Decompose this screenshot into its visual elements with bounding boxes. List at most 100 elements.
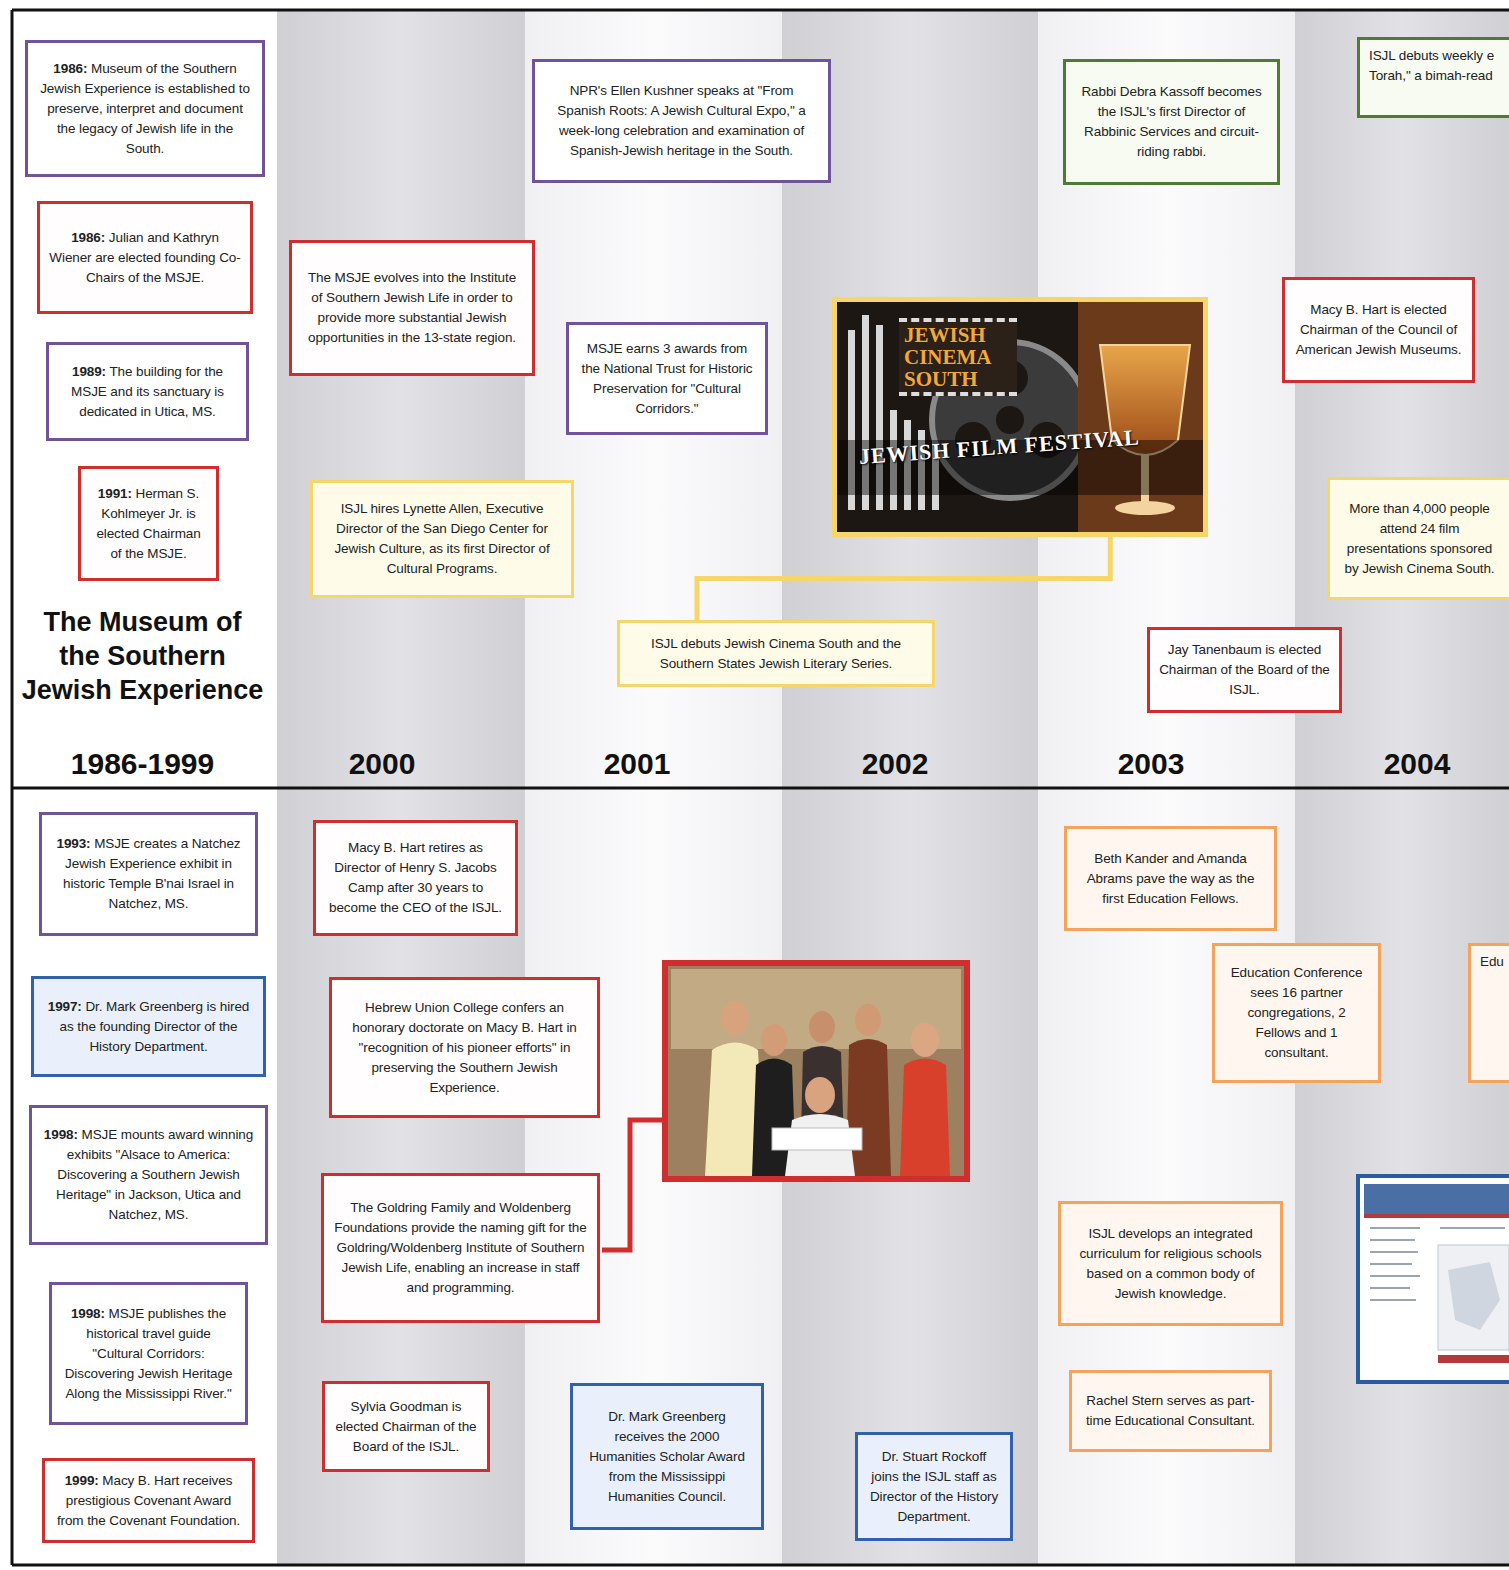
timeline-box: Rachel Stern serves as part-time Educati… xyxy=(1069,1370,1272,1452)
timeline-box: Sylvia Goodman is elected Chairman of th… xyxy=(322,1381,490,1472)
event-text: ISJL hires Lynette Allen, Executive Dire… xyxy=(322,499,562,579)
check xyxy=(772,1128,862,1150)
film-festival-picture xyxy=(832,297,1208,537)
event-text: The MSJE evolves into the Institute of S… xyxy=(301,268,523,348)
event-text: ISJL debuts Jewish Cinema South and the … xyxy=(629,634,923,674)
event-text: Hebrew Union College confers an honorary… xyxy=(341,998,588,1098)
person-head xyxy=(721,1001,749,1035)
year-label: 1986-1999 xyxy=(20,746,265,782)
screenshot-line xyxy=(1370,1263,1412,1265)
event-text: Macy B. Hart is elected Chairman of the … xyxy=(1294,300,1463,360)
year-label: 2003 xyxy=(1071,746,1231,782)
event-text: Beth Kander and Amanda Abrams pave the w… xyxy=(1076,849,1265,909)
event-text: 1993: MSJE creates a Natchez Jewish Expe… xyxy=(51,834,246,914)
person-head xyxy=(911,1023,939,1057)
group-photo xyxy=(665,963,967,1179)
timeline-box: Edu xyxy=(1468,943,1509,1083)
event-text: Jay Tanenbaum is elected Chairman of the… xyxy=(1159,640,1330,700)
timeline-box: Hebrew Union College confers an honorary… xyxy=(329,977,600,1118)
event-text: 1989: The building for the MSJE and its … xyxy=(58,362,237,422)
screenshot-map xyxy=(1438,1245,1509,1350)
year-label: 2000 xyxy=(302,746,462,782)
timeline-box: 1997: Dr. Mark Greenberg is hired as the… xyxy=(31,976,266,1077)
screenshot-line xyxy=(1370,1227,1420,1229)
event-text: 1999: Macy B. Hart receives prestigious … xyxy=(54,1471,243,1531)
event-text: 1997: Dr. Mark Greenberg is hired as the… xyxy=(43,997,254,1057)
event-text: 1998: MSJE mounts award winning exhibits… xyxy=(41,1125,256,1225)
picture-ground xyxy=(832,297,1208,537)
event-text: ISJL debuts weekly e Torah," a bimah-rea… xyxy=(1369,46,1500,86)
connector-line xyxy=(697,537,1110,620)
timeline-box: More than 4,000 people attend 24 film pr… xyxy=(1327,477,1509,600)
frame xyxy=(12,10,1509,1565)
year-prefix: 1986: xyxy=(53,61,87,76)
column-stripes xyxy=(12,10,1509,1565)
screenshot-line xyxy=(1370,1275,1420,1277)
screenshot-line xyxy=(1370,1251,1418,1253)
year-prefix: 1993: xyxy=(56,836,90,851)
person-head xyxy=(855,1004,881,1036)
photo-leader-line xyxy=(602,1120,665,1250)
year-prefix: 1986: xyxy=(71,230,105,245)
drink-ground xyxy=(1078,302,1206,532)
timeline-box: 1993: MSJE creates a Natchez Jewish Expe… xyxy=(39,812,258,936)
event-text: 1986: Museum of the Southern Jewish Expe… xyxy=(37,59,253,159)
event-text: Sylvia Goodman is elected Chairman of th… xyxy=(334,1397,478,1457)
image-title: JEWISH CINEMA SOUTH xyxy=(899,318,1017,396)
person-head xyxy=(809,1011,835,1043)
label-holder: 2003 xyxy=(1071,746,1231,782)
timeline-box: Jay Tanenbaum is elected Chairman of the… xyxy=(1147,627,1342,713)
year-prefix: 1991: xyxy=(98,486,132,501)
timeline-box: Education Conference sees 16 partner con… xyxy=(1212,943,1381,1083)
timeline-box: 1989: The building for the MSJE and its … xyxy=(46,342,249,441)
timeline-box: The Goldring Family and Woldenberg Found… xyxy=(321,1173,600,1323)
screenshot-bar xyxy=(1364,1214,1509,1218)
event-text: The Goldring Family and Woldenberg Found… xyxy=(333,1198,588,1298)
timeline-box: 1986: Museum of the Southern Jewish Expe… xyxy=(25,40,265,177)
timeline-box: Dr. Stuart Rockoff joins the ISJL staff … xyxy=(855,1432,1013,1541)
event-body: MSJE creates a Natchez Jewish Experience… xyxy=(63,836,241,911)
person-head xyxy=(761,1024,787,1056)
person-head xyxy=(805,1077,835,1113)
label-holder: The Museum of the Southern Jewish Experi… xyxy=(20,605,265,707)
timeline-box: NPR's Ellen Kushner speaks at "From Span… xyxy=(532,59,831,183)
timeline-box: Beth Kander and Amanda Abrams pave the w… xyxy=(1064,826,1277,931)
screenshot-footer xyxy=(1438,1355,1509,1363)
timeline-box: 1986: Julian and Kathryn Wiener are elec… xyxy=(37,201,253,314)
timeline-box: The MSJE evolves into the Institute of S… xyxy=(289,240,535,376)
screenshot-line xyxy=(1370,1287,1410,1289)
timeline-box: ISJL debuts Jewish Cinema South and the … xyxy=(617,620,935,687)
year-label: 2001 xyxy=(557,746,717,782)
year-prefix: 1999: xyxy=(65,1473,99,1488)
event-body: MSJE mounts award winning exhibits "Alsa… xyxy=(56,1127,253,1222)
section-heading: The Museum of the Southern Jewish Experi… xyxy=(20,605,265,707)
event-text: 1991: Herman S. Kohlmeyer Jr. is elected… xyxy=(90,484,207,564)
event-body: Dr. Mark Greenberg is hired as the found… xyxy=(60,999,250,1054)
screenshot-line xyxy=(1440,1227,1505,1229)
timeline-box: 1991: Herman S. Kohlmeyer Jr. is elected… xyxy=(78,466,219,581)
label-holder: 2000 xyxy=(302,746,462,782)
timeline-box: Macy B. Hart is elected Chairman of the … xyxy=(1282,277,1475,383)
screenshot-line xyxy=(1370,1299,1416,1301)
year-prefix: 1997: xyxy=(48,999,82,1014)
frame-line xyxy=(12,9,1509,12)
map-shape xyxy=(1448,1262,1500,1330)
event-text: 1998: MSJE publishes the historical trav… xyxy=(61,1304,236,1404)
event-text: Dr. Mark Greenberg receives the 2000 Hum… xyxy=(582,1407,752,1507)
event-text: MSJE earns 3 awards from the National Tr… xyxy=(578,339,756,419)
year-label: 2004 xyxy=(1337,746,1497,782)
glass-foot xyxy=(1115,501,1175,515)
timeline-box: Macy B. Hart retires as Director of Henr… xyxy=(313,820,518,936)
image-title: JEWISH FILM FESTIVAL xyxy=(858,424,1140,470)
year-prefix: 1998: xyxy=(44,1127,78,1142)
timeline-box: ISJL hires Lynette Allen, Executive Dire… xyxy=(310,480,574,598)
label-holder: 1986-1999 xyxy=(20,746,265,782)
film-reel-hub xyxy=(996,406,1024,434)
timeline-box: ISJL debuts weekly e Torah," a bimah-rea… xyxy=(1357,37,1509,118)
event-text: Macy B. Hart retires as Director of Henr… xyxy=(325,838,506,918)
label-holder: 2002 xyxy=(815,746,975,782)
timeline-box: ISJL develops an integrated curriculum f… xyxy=(1058,1201,1283,1326)
timeline-box: MSJE earns 3 awards from the National Tr… xyxy=(566,322,768,435)
label-holder: 2004 xyxy=(1337,746,1497,782)
event-text: Edu xyxy=(1480,952,1500,972)
